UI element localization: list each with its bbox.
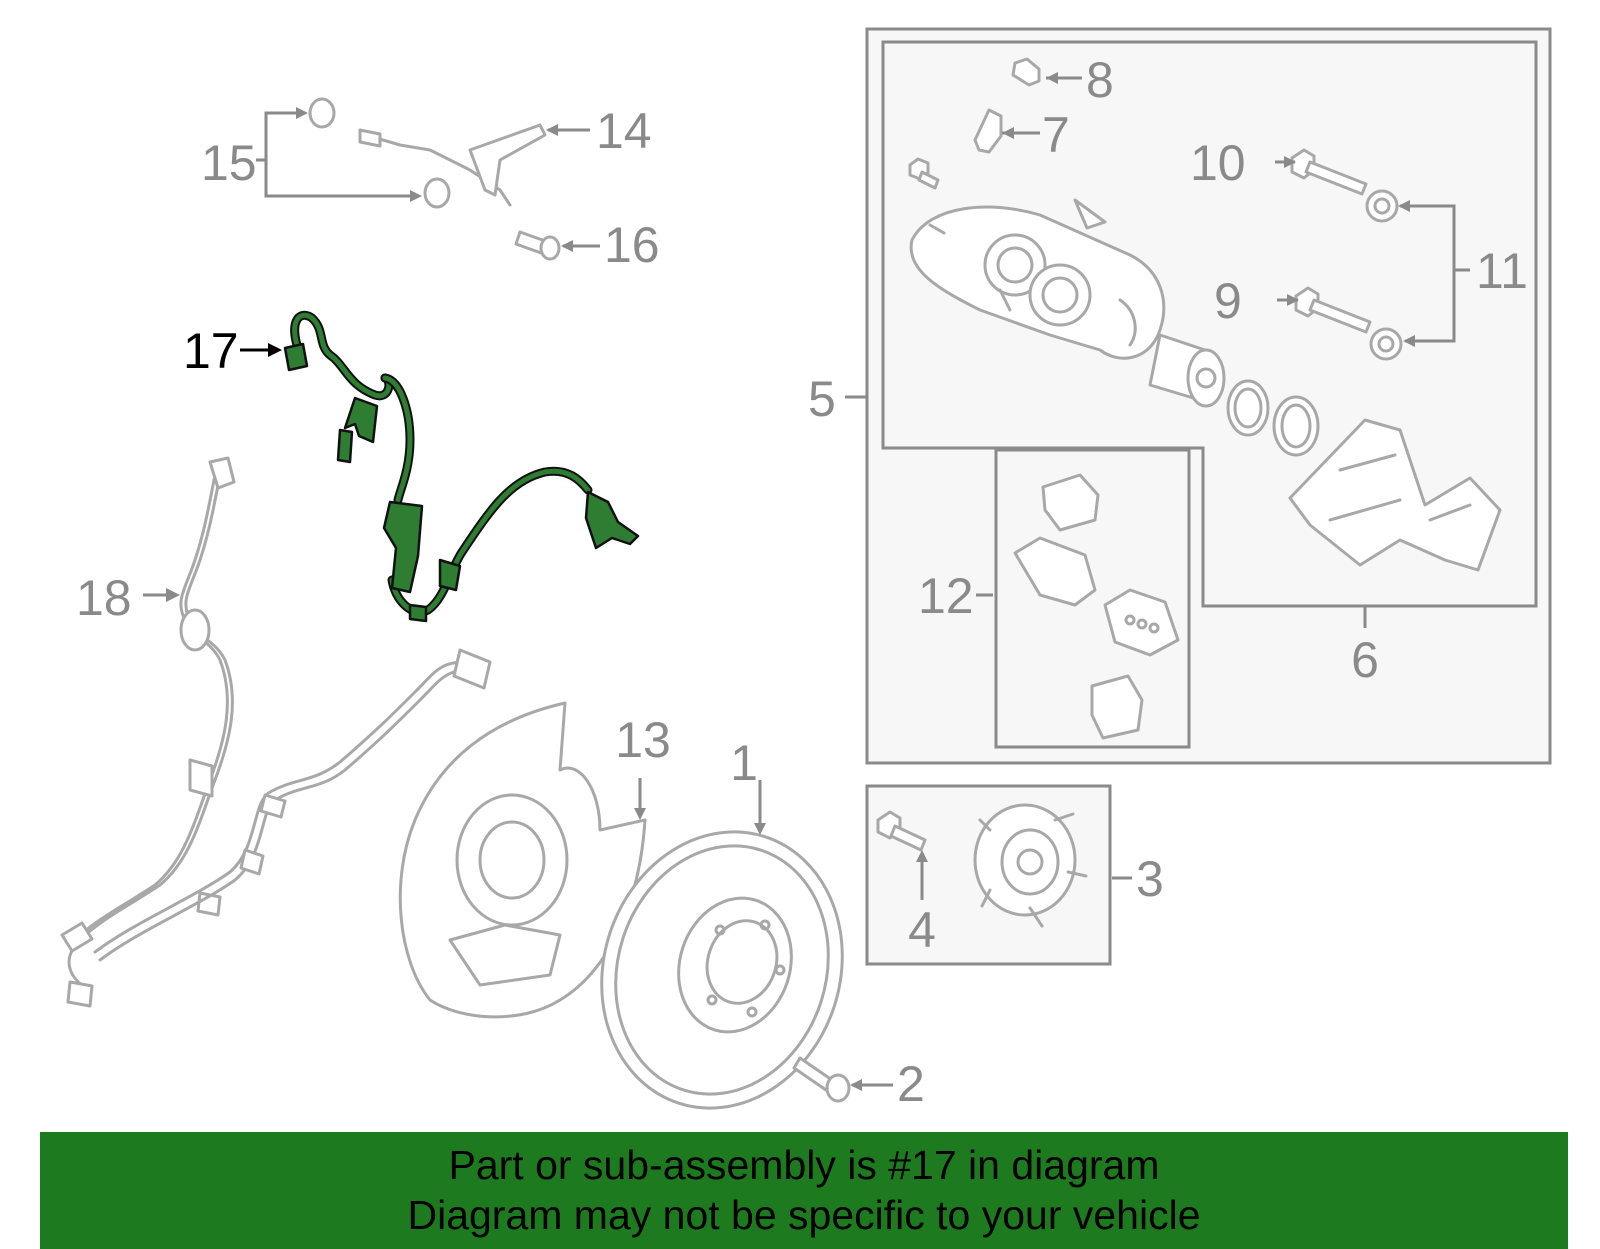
callout-3: 3 bbox=[1136, 851, 1164, 907]
callout-7: 7 bbox=[1042, 107, 1070, 163]
part-9-guide-pin-drawing bbox=[1277, 286, 1372, 334]
part-18-abs-sensor-drawing bbox=[60, 456, 236, 1008]
caliper-bolt-drawing bbox=[908, 157, 940, 190]
part-14-brake-hose-drawing bbox=[358, 123, 590, 207]
callout-17: 17 bbox=[183, 323, 239, 379]
callout-8: 8 bbox=[1086, 52, 1114, 108]
part-10-guide-pin-drawing bbox=[1275, 148, 1368, 196]
part-7-cap-drawing bbox=[973, 108, 1040, 154]
seal-rings-drawing bbox=[1226, 379, 1320, 457]
part-15-washer-drawing bbox=[256, 97, 451, 209]
part-1-rotor-drawing bbox=[600, 780, 844, 1110]
caliper-body-drawing bbox=[909, 205, 1166, 360]
callout-1: 1 bbox=[730, 735, 758, 791]
part-3-hub-drawing bbox=[973, 803, 1132, 928]
callout-10: 10 bbox=[1190, 135, 1246, 191]
callout-11: 11 bbox=[1476, 243, 1528, 299]
callout-15: 15 bbox=[201, 135, 257, 191]
part-12-brake-pads-drawing bbox=[976, 473, 1180, 740]
part-11-boot-drawing bbox=[1365, 189, 1470, 361]
callout-2: 2 bbox=[897, 1056, 925, 1112]
part-4-bolt-drawing bbox=[876, 810, 928, 900]
part-13-dust-shield-drawing bbox=[398, 701, 647, 1019]
banner-line-1: Part or sub-assembly is #17 in diagram bbox=[448, 1142, 1160, 1188]
part-8-clip-drawing bbox=[1011, 57, 1082, 87]
banner-line-2: Diagram may not be specific to your vehi… bbox=[407, 1192, 1201, 1238]
callout-18: 18 bbox=[76, 570, 132, 626]
callout-14: 14 bbox=[596, 103, 652, 159]
callout-9: 9 bbox=[1214, 273, 1242, 329]
part-16-bolt-drawing bbox=[514, 230, 600, 261]
brake-line-drawing bbox=[93, 648, 492, 962]
callout-6: 6 bbox=[1351, 632, 1379, 688]
bleeder-triangle bbox=[1073, 198, 1107, 230]
callout-13: 13 bbox=[615, 712, 671, 768]
callout-5: 5 bbox=[808, 371, 836, 427]
callout-12: 12 bbox=[918, 568, 974, 624]
callout-16: 16 bbox=[604, 217, 660, 273]
piston-drawing bbox=[1148, 333, 1226, 408]
caliper-bracket-drawing bbox=[1288, 418, 1502, 572]
info-banner: Part or sub-assembly is #17 in diagram D… bbox=[40, 1132, 1568, 1249]
part-17-abs-sensor-highlighted bbox=[240, 310, 640, 623]
part-2-wheel-bolt-drawing bbox=[792, 1056, 893, 1103]
callout-4: 4 bbox=[908, 902, 936, 958]
